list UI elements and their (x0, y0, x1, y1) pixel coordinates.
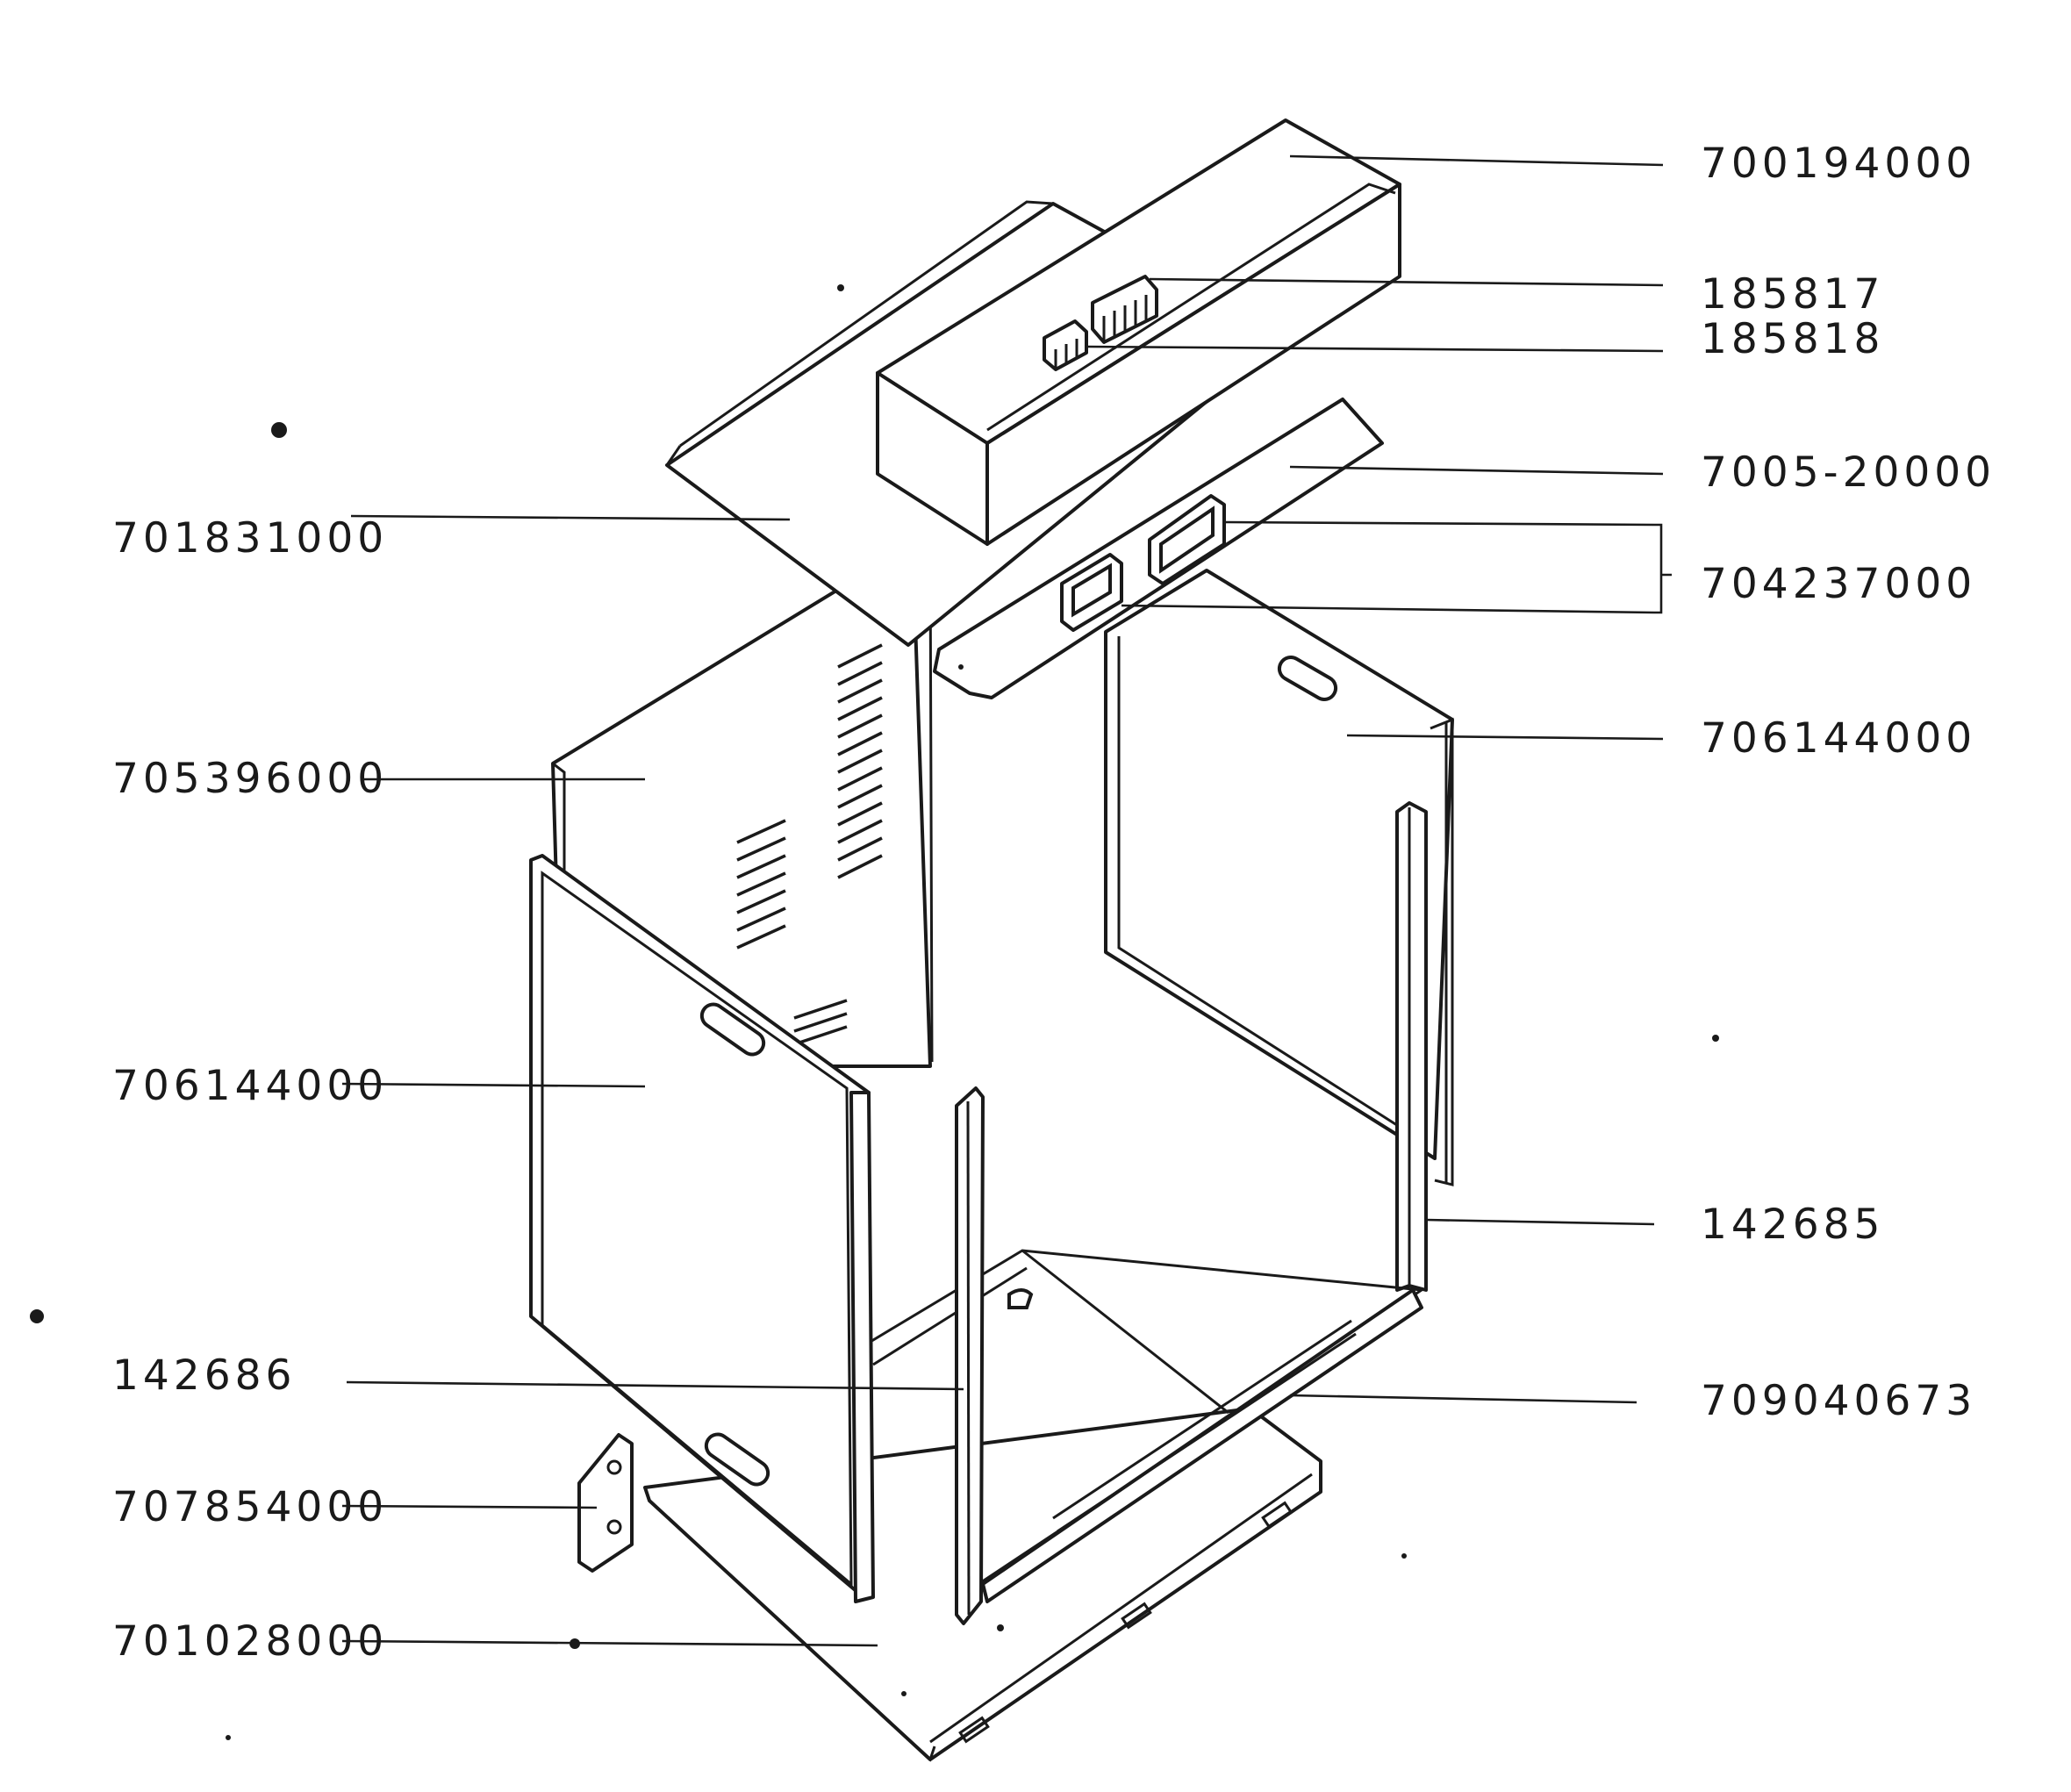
callout-142685: 142685 (1701, 1201, 1885, 1249)
leader-700194000 (1289, 154, 1664, 167)
left-side-panel-706144000 (529, 854, 875, 1603)
callout-185817: 185817 (1701, 270, 1885, 319)
leader-185818 (1086, 345, 1664, 353)
leader-706144000-right (1346, 734, 1664, 741)
back-panel-vents (736, 643, 883, 1046)
leader-704237000-a (1223, 520, 1655, 527)
leader-185817 (1149, 277, 1664, 287)
leader-704237000-b (1121, 604, 1655, 614)
callout-185818: 185818 (1701, 315, 1885, 363)
leader-709040673 (1289, 1394, 1637, 1404)
right-panel-handle-slot (1277, 656, 1338, 701)
right-side-panel-706144000 (1104, 569, 1454, 1186)
base-frame-709040673 (868, 1249, 1426, 1603)
terminal-block-185817 (1091, 275, 1158, 344)
bracket-707854000 (577, 1433, 634, 1573)
seal-strip-142685 (1395, 801, 1428, 1292)
callout-701028000: 701028000 (112, 1617, 389, 1666)
left-panel-handle-slot-upper (699, 1002, 766, 1057)
leader-706144000-left (341, 1082, 646, 1088)
leader-704237000-bracket (1654, 523, 1672, 614)
seal-strip-142686 (955, 1086, 985, 1625)
callout-700520000: 7005-20000 (1701, 448, 1996, 497)
callout-709040673: 709040673 (1701, 1377, 1977, 1425)
scan-specks (30, 284, 1719, 1740)
callout-701831000: 701831000 (112, 514, 389, 563)
leader-707854000 (341, 1504, 598, 1509)
terminal-block-185818 (1043, 319, 1088, 371)
callout-707854000: 707854000 (112, 1483, 389, 1531)
handle-704237000-right (1148, 494, 1226, 585)
leader-700520000 (1289, 465, 1664, 476)
callout-142686: 142686 (112, 1351, 297, 1400)
leader-701831000 (350, 514, 791, 521)
left-panel-handle-slot-lower (704, 1432, 770, 1487)
handle-704237000-left (1060, 553, 1123, 632)
callout-706144000-right: 706144000 (1701, 714, 1977, 763)
leader-lines (341, 154, 1672, 1647)
callout-705396000: 705396000 (112, 755, 389, 803)
leader-701028000 (341, 1639, 878, 1647)
leader-142685 (1425, 1218, 1655, 1226)
callout-706144000-left: 706144000 (112, 1062, 389, 1110)
callout-700194000: 700194000 (1701, 140, 1977, 188)
callout-704237000: 704237000 (1701, 560, 1977, 608)
leader-142686 (346, 1380, 964, 1391)
